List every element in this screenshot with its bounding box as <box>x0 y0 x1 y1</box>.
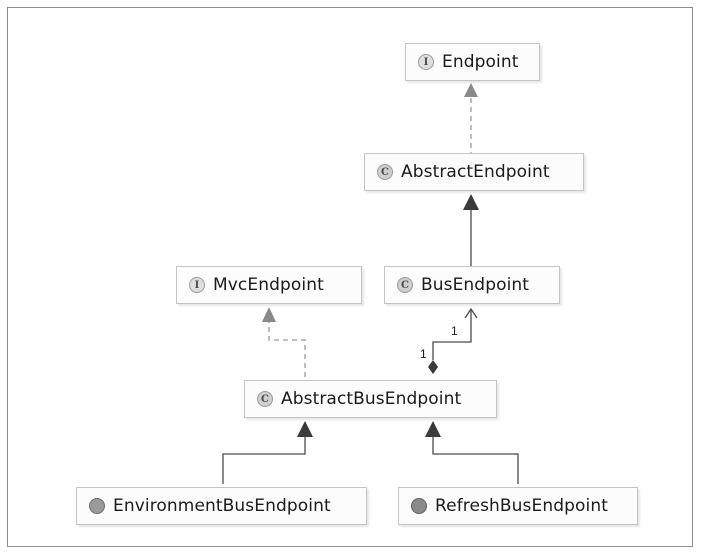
class-icon: C <box>397 277 413 293</box>
node-label: BusEndpoint <box>421 275 530 295</box>
multiplicity-target: 1 <box>451 324 458 338</box>
node-label: MvcEndpoint <box>213 275 324 295</box>
edge-environmentbusendpoint-extends-abstractbusendpoint <box>222 437 306 484</box>
node-label: AbstractEndpoint <box>401 162 550 182</box>
node-refreshbusendpoint[interactable]: RefreshBusEndpoint <box>398 487 638 525</box>
node-endpoint[interactable]: I Endpoint <box>405 43 540 81</box>
arrowhead-mvcendpoint <box>262 307 276 322</box>
interface-icon: I <box>189 277 205 293</box>
node-environmentbusendpoint[interactable]: EnvironmentBusEndpoint <box>76 487 367 525</box>
arrowhead-abstractendpoint <box>463 194 479 210</box>
node-mvcendpoint[interactable]: I MvcEndpoint <box>176 266 362 304</box>
node-label: RefreshBusEndpoint <box>435 496 608 516</box>
edge-abstractbusendpoint-composition-busendpoint <box>432 309 472 360</box>
interface-icon: I <box>418 54 434 70</box>
multiplicity-owner: 1 <box>420 347 427 361</box>
arrowhead-endpoint <box>464 83 478 97</box>
node-label: Endpoint <box>442 52 519 72</box>
class-icon <box>89 498 105 514</box>
class-icon: C <box>257 391 273 407</box>
edge-refreshbusendpoint-extends-abstractbusendpoint <box>432 437 519 484</box>
node-label: EnvironmentBusEndpoint <box>113 496 331 516</box>
node-abstractbusendpoint[interactable]: C AbstractBusEndpoint <box>244 380 497 418</box>
class-icon <box>411 498 427 514</box>
node-abstractendpoint[interactable]: C AbstractEndpoint <box>364 153 584 191</box>
class-icon: C <box>377 164 393 180</box>
arrowhead-abstractbusendpoint-left <box>297 421 313 437</box>
arrowhead-abstractbusendpoint-right <box>425 421 441 437</box>
node-busendpoint[interactable]: C BusEndpoint <box>384 266 560 304</box>
composition-diamond <box>428 360 438 374</box>
node-label: AbstractBusEndpoint <box>281 389 462 409</box>
open-arrowhead-busendpoint <box>464 307 478 319</box>
edge-abstractbusendpoint-implements-mvcendpoint <box>268 322 306 377</box>
